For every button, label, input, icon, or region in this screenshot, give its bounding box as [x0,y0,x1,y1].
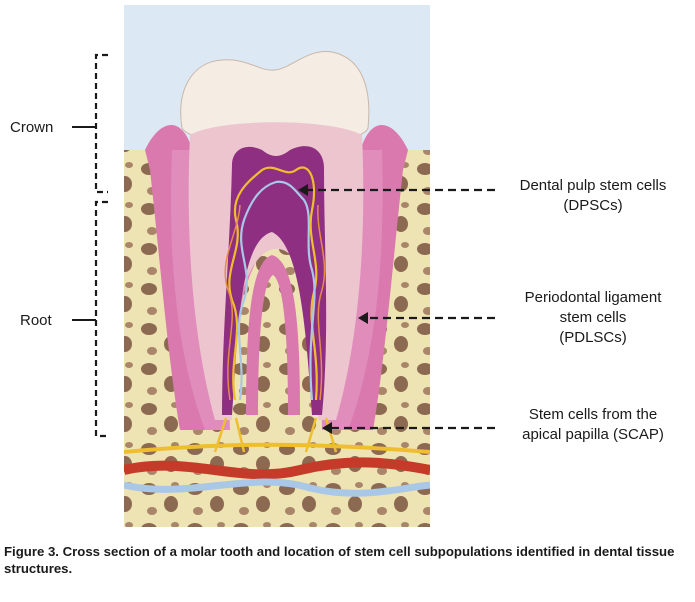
crown-bracket [94,53,108,194]
dpsc-label-line2: (DPSCs) [563,197,623,214]
dpsc-label-line1: Dental pulp stem cells [519,177,667,194]
artery-branch [224,204,326,401]
pdlsc-label: Periodontal ligament stem cells (PDLSCs) [498,288,688,348]
vein [237,180,316,401]
pdlsc-label-line1: Periodontal ligament [524,289,662,306]
pdlsc-arrowhead [358,312,368,324]
apical-nerves [213,417,338,453]
nerve-bundle [124,442,430,454]
dpsc-arrowhead [298,184,308,196]
pdlsc-label-line3: (PDLSCs) [559,329,627,346]
pdlsc-label-line2: stem cells [559,309,627,326]
crown-label: Crown [10,119,54,136]
tooth-illustration [72,5,495,527]
vein-bundle [124,478,430,497]
pointer-lines [304,188,495,430]
root-label: Root [20,312,52,329]
scap-arrowhead [322,422,332,434]
scap-label-line2: apical papilla (SCAP) [522,426,664,443]
region-brackets [94,53,108,438]
inter-radicular-bone [258,275,288,415]
root-bracket [94,200,108,438]
dpsc-label: Dental pulp stem cells (DPSCs) [498,176,688,216]
tooth-diagram: Crown Root Dental pulp stem cells (DPSCs… [10,5,688,527]
artery-bundle [124,457,430,480]
scap-label-line1: Stem cells from the [528,406,658,423]
arrowheads [298,184,368,434]
scap-label: Stem cells from the apical papilla (SCAP… [498,405,688,445]
pulp-chamber [222,146,327,415]
figure-caption: Figure 3. Cross section of a molar tooth… [4,544,675,576]
